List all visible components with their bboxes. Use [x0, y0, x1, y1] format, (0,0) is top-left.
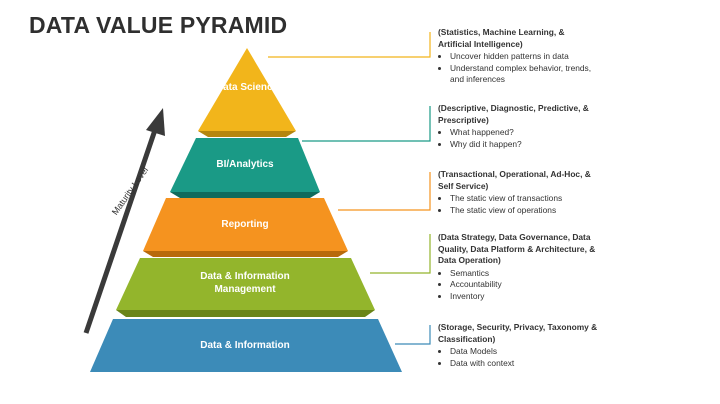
description-data-info: (Storage, Security, Privacy, Taxonomy & … — [438, 322, 598, 369]
tier-data-science — [198, 48, 296, 131]
description-bullet: Uncover hidden patterns in data — [450, 51, 598, 63]
description-data-science: (Statistics, Machine Learning, & Artific… — [438, 27, 598, 86]
description-bullet: Data Models — [450, 346, 598, 358]
tier-label-bi-analytics: BI/Analytics — [216, 159, 274, 170]
maturity-arrow-shaft — [83, 129, 158, 334]
description-data-info-mgmt: (Data Strategy, Data Governance, Data Qu… — [438, 232, 598, 302]
description-bullet: The static view of transactions — [450, 193, 598, 205]
connector-reporting — [338, 172, 431, 211]
tier-data-info-mgmt — [116, 258, 375, 310]
description-heading: (Transactional, Operational, Ad-Hoc, & S… — [438, 169, 591, 191]
description-bullet: Inventory — [450, 291, 598, 303]
tier-reporting — [143, 198, 348, 251]
tier-reporting-side — [143, 251, 348, 257]
description-heading: (Storage, Security, Privacy, Taxonomy & … — [438, 322, 598, 344]
connector-data-science — [268, 32, 431, 58]
tier-label-data-info: Data & Information — [200, 340, 290, 351]
description-bullet: What happened? — [450, 127, 598, 139]
tier-data-science-side — [198, 131, 296, 137]
tier-bi-analytics-side — [170, 192, 320, 198]
description-bullet: Data with context — [450, 358, 598, 370]
tier-label-data-info-mgmt: Data & Information Management — [200, 271, 290, 295]
description-bullet: Accountability — [450, 279, 598, 291]
connector-data-info-mgmt — [370, 234, 431, 274]
description-bullet: Why did it happen? — [450, 139, 598, 151]
tier-label-data-science: Data Science — [215, 82, 279, 93]
tier-data-info — [90, 319, 402, 372]
connector-bi-analytics — [302, 106, 431, 142]
page-title: DATA VALUE PYRAMID — [29, 12, 288, 38]
tier-data-info-mgmt-side — [116, 310, 375, 317]
description-reporting: (Transactional, Operational, Ad-Hoc, & S… — [438, 169, 598, 216]
description-bullet: Understand complex behavior, trends, and… — [450, 63, 598, 86]
tier-label-reporting: Reporting — [221, 219, 269, 230]
connector-data-info — [395, 325, 431, 345]
description-bi-analytics: (Descriptive, Diagnostic, Predictive, & … — [438, 103, 598, 150]
description-heading: (Data Strategy, Data Governance, Data Qu… — [438, 232, 596, 265]
description-heading: (Descriptive, Diagnostic, Predictive, & … — [438, 103, 589, 125]
description-bullet: Semantics — [450, 268, 598, 280]
maturity-arrow-head — [146, 108, 165, 136]
description-heading: (Statistics, Machine Learning, & Artific… — [438, 27, 565, 49]
description-bullet: The static view of operations — [450, 205, 598, 217]
tier-bi-analytics — [170, 138, 320, 192]
